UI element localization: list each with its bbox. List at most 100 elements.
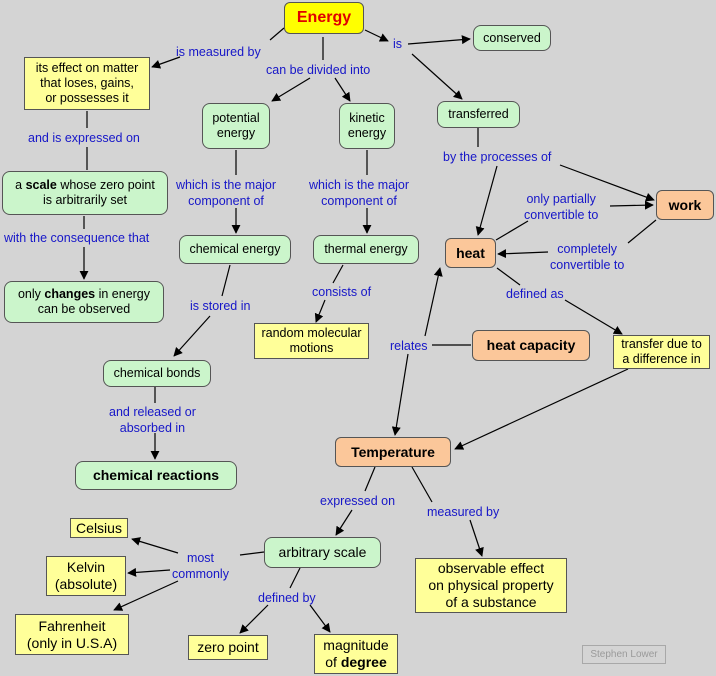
node-work[interactable]: work [656,190,714,220]
node-chemical-energy[interactable]: chemical energy [179,235,291,264]
kelvin-line-2: (absolute) [54,576,118,592]
link-consists-of: consists of [312,285,372,299]
link-can-be-divided-into: can be divided into [266,63,371,77]
commonly-line-1: most [186,551,215,565]
node-magnitude[interactable]: magnitude of degree [314,634,398,674]
watermark-author: Stephen Lower [582,645,666,664]
arrow-relates-temperature [391,353,409,436]
line-heat-partially [495,220,529,241]
major1-line-1: which is the major [176,178,277,192]
link-is-measured-by: is measured by [176,45,261,59]
link-defined-by: defined by [258,591,316,605]
arrow-processes-heat [475,165,498,236]
arrow-energy-is [364,29,389,42]
magnitude-bold: degree [340,654,387,670]
completely-line-1: completely [557,242,618,256]
effect-line-3: or possesses it [45,91,129,105]
fahrenheit-line-1: Fahrenheit [38,617,106,634]
node-transferred[interactable]: transferred [437,101,520,128]
arrow-definedby-magnitude [309,604,331,633]
link-major-component-2: which is the major component of [309,178,409,209]
line-thermal-consists [332,264,344,284]
link-measured-by: measured by [427,505,500,519]
fahrenheit-line-2: (only in U.S.A) [26,634,118,651]
random-line-1: random molecular [261,326,362,340]
node-energy[interactable]: Energy [284,2,364,34]
node-observable-effect[interactable]: observable effect on physical property o… [415,558,567,613]
scale-line-1: a scale whose zero point [15,178,155,193]
node-chemical-bonds[interactable]: chemical bonds [103,360,211,387]
arrow-processes-work [559,164,655,202]
node-fahrenheit[interactable]: Fahrenheit (only in U.S.A) [15,614,129,655]
line-temp-expressed [364,466,376,492]
link-completely: completely convertible to [550,242,624,273]
node-celsius[interactable]: Celsius [70,518,128,538]
kinetic-line-1: kinetic [349,111,385,125]
node-heat[interactable]: heat [445,238,496,268]
arrow-divided-potential [271,77,311,102]
potential-line-1: potential [212,111,260,125]
line-arbitrary-commonly [239,551,265,556]
node-potential-energy[interactable]: potential energy [202,103,270,149]
transfer-line-2: a difference in [622,352,701,366]
link-defined-as: defined as [506,287,564,301]
node-kelvin[interactable]: Kelvin (absolute) [46,556,126,596]
line-arbitrary-definedby [289,567,301,589]
node-thermal-energy[interactable]: thermal energy [313,235,419,264]
node-only-changes[interactable]: only changes in energy can be observed [4,281,164,323]
link-is: is [393,37,403,51]
scale-post: whose zero point [56,178,155,192]
node-temperature[interactable]: Temperature [335,437,451,467]
node-chemical-reactions[interactable]: chemical reactions [75,461,237,490]
major2-line-1: which is the major [309,178,410,192]
node-conserved[interactable]: conserved [473,25,551,51]
changes-line-2: can be observed [37,302,131,316]
link-expressed-on: expressed on [320,494,396,508]
node-random-motions[interactable]: random molecular motions [254,323,369,359]
link-with-consequence: with the consequence that [4,231,150,245]
arrow-consists-random [314,299,326,323]
arrow-definedby-zero [239,604,269,634]
effect-line-1: its effect on matter [35,61,139,75]
node-transfer-difference[interactable]: transfer due to a difference in [613,335,710,369]
node-heat-capacity[interactable]: heat capacity [472,330,590,361]
magnitude-line-1: magnitude [323,637,389,654]
node-scale[interactable]: a scale whose zero point is arbitrarily … [2,171,168,215]
arrow-commonly-kelvin [127,567,171,577]
line-energy-measured [269,27,285,41]
node-effect-on-matter[interactable]: its effect on matter that loses, gains, … [24,57,150,110]
arrow-stored-bonds [173,315,211,357]
node-arbitrary-scale[interactable]: arbitrary scale [264,537,381,568]
line-chemical-stored [221,264,231,297]
observable-line-1: observable effect [437,560,545,577]
arrow-measured-observable [469,519,484,557]
link-and-is-expressed-on: and is expressed on [28,131,140,145]
arrow-measured-effect [151,56,181,69]
changes-pre: only [17,287,45,301]
scale-bold: scale [25,178,57,192]
arrow-commonly-fahrenheit [113,580,179,611]
arrow-defined-transfer [564,299,623,335]
released-line-2: absorbed in [119,420,186,435]
partially-line-2: convertible to [524,207,599,222]
arrow-divided-kinetic [334,77,351,102]
commonly-line-2: commonly [172,566,229,581]
link-is-stored-in: is stored in [190,299,251,313]
changes-line-1: only changes in energy [18,287,150,302]
node-zero-point[interactable]: zero point [188,635,268,660]
magnitude-pre: of [325,654,341,670]
line-heat-defined [496,267,521,286]
observable-line-2: on physical property [428,577,554,594]
potential-line-2: energy [216,126,256,140]
observable-line-3: of a substance [445,593,537,610]
node-kinetic-energy[interactable]: kinetic energy [339,103,395,149]
partially-line-1: only partially [526,192,596,206]
magnitude-line-2: of degree [325,654,387,671]
arrow-transfer-temperature [454,368,629,450]
completely-line-2: convertible to [550,257,625,272]
kelvin-line-1: Kelvin [66,559,106,576]
line-work-completely [627,219,657,244]
link-major-component-1: which is the major component of [176,178,276,209]
